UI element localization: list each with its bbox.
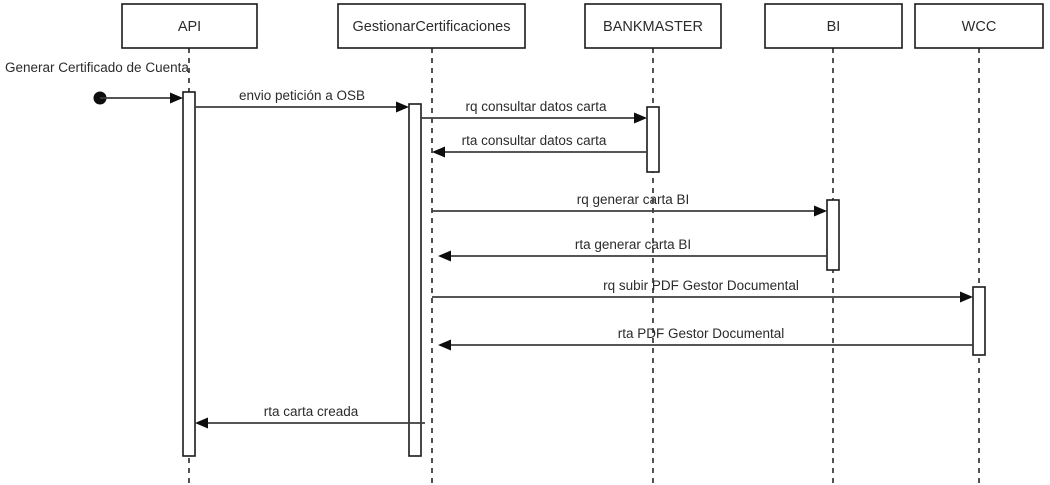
message-m7[interactable]: rta PDF Gestor Documental (438, 326, 973, 351)
message-label-m8: rta carta creada (264, 404, 359, 419)
message-m8[interactable]: rta carta creada (195, 404, 425, 429)
message-label-m2: rq consultar datos carta (465, 99, 607, 114)
message-label-m1: envio petición a OSB (239, 88, 365, 103)
found-message-arrowhead (170, 92, 183, 104)
message-arrowhead-m5 (438, 250, 451, 262)
message-arrowhead-m2 (634, 112, 647, 124)
activation-bar-api-0 (182, 91, 196, 457)
participant-box-gestionar-certificaciones[interactable] (337, 3, 526, 49)
activation-bar-wcc-0 (972, 286, 986, 356)
participant-bankmaster: BANKMASTER (584, 3, 722, 485)
participant-box-bankmaster[interactable] (584, 3, 722, 49)
participant-label-api: API (178, 19, 201, 35)
message-m5[interactable]: rta generar carta BI (438, 237, 827, 262)
found-message-label: Generar Certificado de Cuenta (5, 60, 189, 75)
message-m2[interactable]: rq consultar datos carta (421, 99, 647, 124)
participant-box-bi[interactable] (764, 3, 903, 49)
found-message: Generar Certificado de Cuenta (5, 60, 189, 105)
participant-wcc: WCC (914, 3, 1044, 485)
participant-bi: BI (764, 3, 903, 485)
message-arrowhead-m8 (195, 417, 208, 429)
message-arrowhead-m3 (432, 146, 445, 158)
participant-api: API (121, 3, 258, 485)
message-m4[interactable]: rq generar carta BI (432, 192, 827, 217)
message-arrowhead-m7 (438, 339, 451, 351)
message-label-m3: rta consultar datos carta (462, 133, 607, 148)
participant-box-api[interactable] (121, 3, 258, 49)
found-message-layer: Generar Certificado de Cuenta (5, 60, 189, 105)
message-label-m6: rq subir PDF Gestor Documental (603, 278, 799, 293)
participant-box-wcc[interactable] (914, 3, 1044, 49)
message-label-m5: rta generar carta BI (575, 237, 691, 252)
participant-gestionar-certificaciones: GestionarCertificaciones (337, 3, 526, 485)
message-label-m4: rq generar carta BI (577, 192, 690, 207)
activation-bar-bi-0 (826, 199, 840, 271)
message-arrowhead-m4 (814, 205, 827, 217)
message-arrowhead-m1 (396, 101, 409, 113)
message-m1[interactable]: envio petición a OSB (195, 88, 409, 113)
participant-label-gestionar-certificaciones: GestionarCertificaciones (353, 19, 511, 35)
message-arrowhead-m6 (960, 291, 973, 303)
messages-layer: envio petición a OSB rq consultar datos c… (195, 88, 973, 429)
participant-label-bi: BI (827, 19, 841, 35)
activation-bar-gestionar-certificaciones-0 (408, 103, 422, 457)
message-m6[interactable]: rq subir PDF Gestor Documental (432, 278, 973, 303)
participant-label-bankmaster: BANKMASTER (603, 19, 703, 35)
lifelines-layer: API GestionarCertificaciones BANKMASTER BI W… (121, 3, 1044, 485)
message-label-m7: rta PDF Gestor Documental (618, 326, 785, 341)
activation-bar-bankmaster-0 (646, 106, 660, 173)
message-m3[interactable]: rta consultar datos carta (432, 133, 647, 158)
participant-label-wcc: WCC (962, 19, 997, 35)
